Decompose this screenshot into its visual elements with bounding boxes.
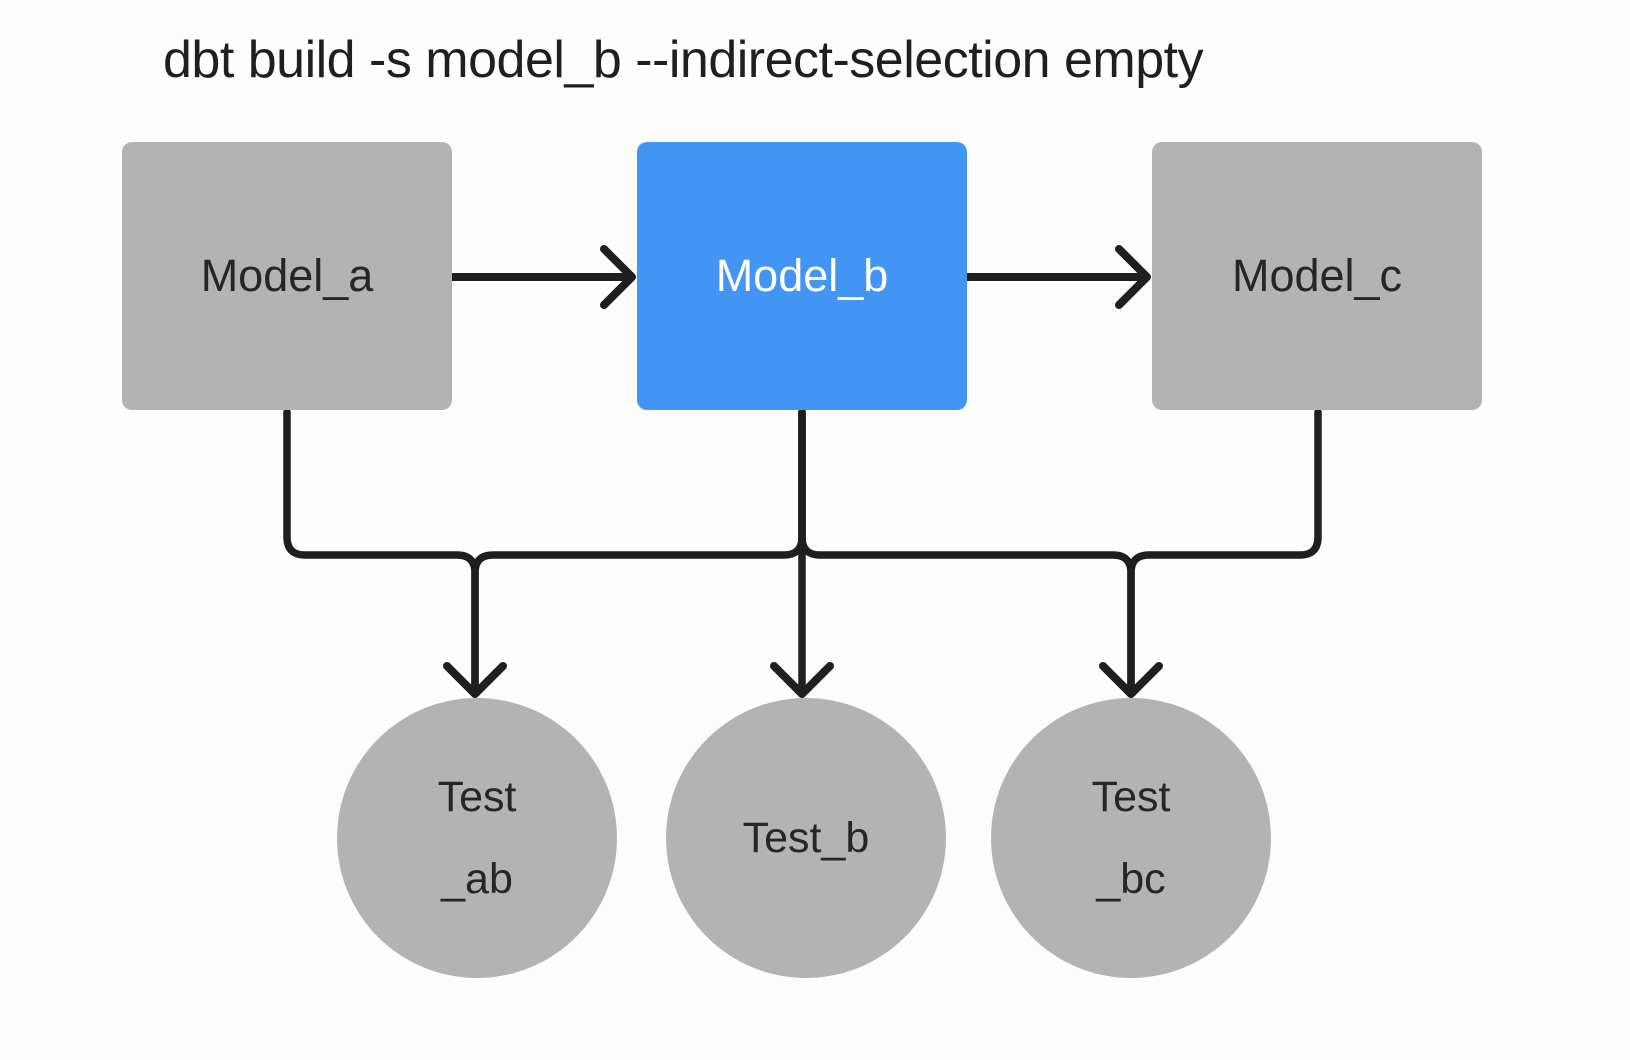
node-test-b-label-line1: Test_b (742, 814, 870, 862)
node-model-c-label: Model_c (1231, 250, 1403, 301)
node-test-ab: Test _ab (337, 698, 617, 978)
node-test-b: Test_b (666, 698, 946, 978)
node-test-b-label: Test_b (743, 797, 870, 879)
arrowhead-right-icon (600, 245, 636, 309)
node-test-bc-label-line1: Test (1091, 773, 1171, 821)
node-model-b-label: Model_b (715, 250, 889, 301)
node-model-a-label: Model_a (200, 250, 374, 301)
edge-model-b-to-model-c (963, 245, 1151, 309)
node-test-ab-label: Test _ab (438, 756, 517, 920)
node-model-b-selected: Model_b (637, 142, 967, 410)
node-model-a: Model_a (122, 142, 452, 410)
diagram-title: dbt build -s model_b --indirect-selectio… (163, 31, 1204, 89)
node-test-ab-label-line2: _ab (441, 855, 513, 903)
edge-model-a-to-test-ab (283, 408, 479, 692)
arrowhead-down-icon (443, 662, 507, 698)
node-model-c: Model_c (1152, 142, 1482, 410)
node-test-bc: Test _bc (991, 698, 1271, 978)
edge-model-c-to-test-bc (1127, 408, 1322, 692)
node-test-ab-label-line1: Test (437, 773, 517, 821)
edge-model-b-to-test-bc (798, 408, 1135, 692)
arrowhead-right-icon (1115, 245, 1151, 309)
node-test-bc-label: Test _bc (1092, 756, 1171, 920)
edge-model-a-to-model-b (448, 245, 636, 309)
arrowhead-down-icon (770, 662, 834, 698)
node-test-bc-label-line2: _bc (1096, 855, 1166, 903)
arrowhead-down-icon (1099, 662, 1163, 698)
edge-model-b-to-test-ab (471, 408, 806, 692)
